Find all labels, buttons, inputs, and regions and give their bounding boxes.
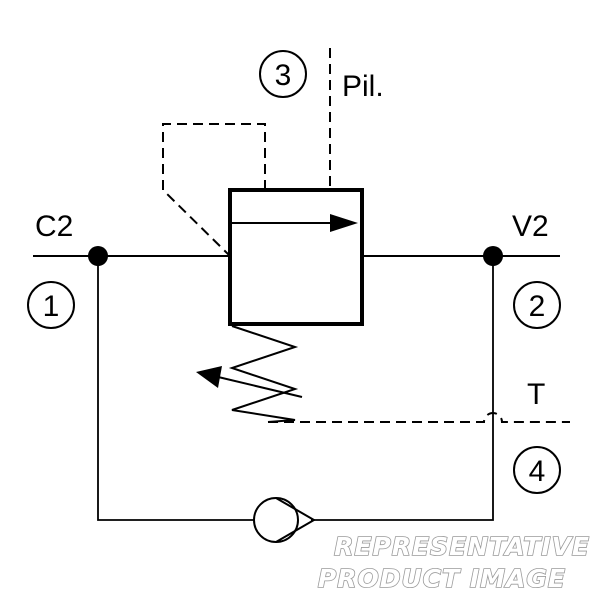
watermark-line-1: REPRESENTATIVE xyxy=(334,532,590,561)
port-number-1: 1 xyxy=(27,281,75,329)
tank-drain-line xyxy=(268,412,570,423)
port-number-4-text: 4 xyxy=(529,455,546,488)
port-number-3-text: 3 xyxy=(275,59,292,92)
port-c2-label: C2 xyxy=(35,210,73,243)
port-v2-label: V2 xyxy=(512,210,549,243)
port-tank-label: T xyxy=(527,378,545,411)
internal-pilot-line xyxy=(162,123,266,257)
adjust-arrow-head xyxy=(196,366,222,388)
valve-body xyxy=(228,188,364,326)
watermark-line-2: PRODUCT IMAGE xyxy=(318,564,566,593)
bypass-right-line xyxy=(311,256,494,521)
port-pilot-label: Pil. xyxy=(342,70,384,103)
flow-arrow-head xyxy=(330,214,358,232)
port-number-4: 4 xyxy=(513,446,561,494)
port-number-2-text: 2 xyxy=(529,290,546,323)
port-number-1-text: 1 xyxy=(43,290,60,323)
port-number-3: 3 xyxy=(259,50,307,98)
adjust-arrow-line xyxy=(213,375,303,398)
check-valve-symbol xyxy=(253,497,316,543)
spring-symbol xyxy=(228,325,299,423)
port-number-2: 2 xyxy=(513,281,561,329)
bypass-left-line xyxy=(97,256,255,521)
